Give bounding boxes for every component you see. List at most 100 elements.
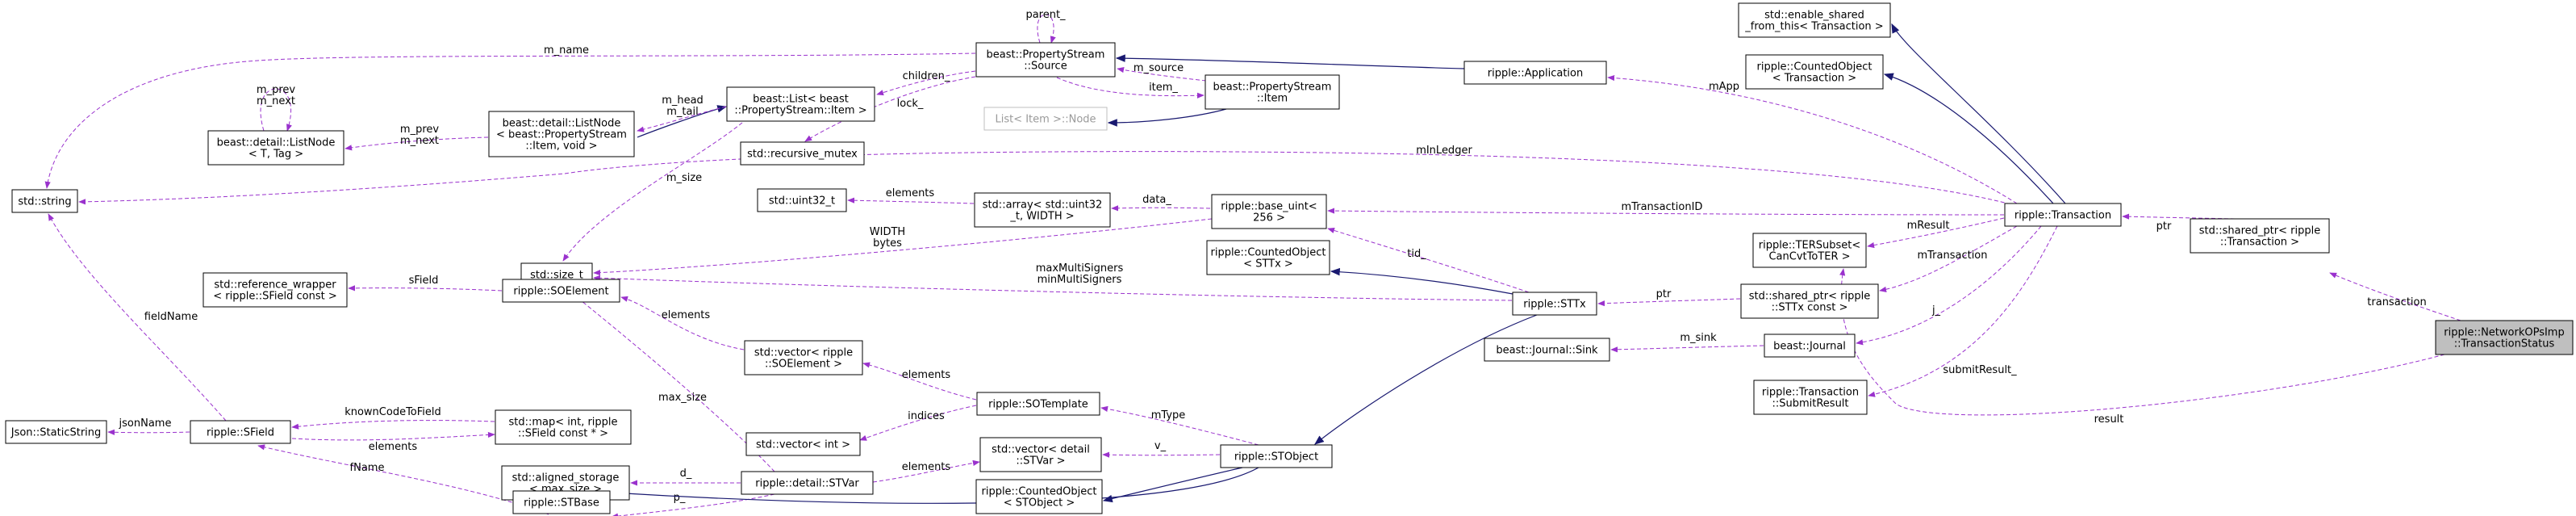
class-node-sttx[interactable]: ripple::STTx: [1512, 292, 1597, 316]
association-arrow: [1879, 225, 2018, 292]
node-label-line: ripple::CountedObject: [981, 486, 1096, 498]
class-node-stobject[interactable]: ripple::STObject: [1220, 444, 1333, 468]
inheritance-arrow: [1883, 73, 2054, 204]
edge-label: WIDTH: [870, 226, 905, 238]
class-node-shared-txn[interactable]: std::shared_ptr< ripple::Transaction >: [2190, 218, 2330, 254]
edge-elements-map: elements: [291, 431, 495, 453]
edge-m-sink: m_sink: [1610, 332, 1764, 353]
node-box: [1740, 283, 1879, 319]
class-node-journal-sink[interactable]: beast::Journal::Sink: [1484, 338, 1610, 362]
node-label-line: std::vector< detail: [992, 444, 1090, 456]
node-label-line: ::TransactionStatus: [2454, 338, 2555, 350]
class-node-std-string[interactable]: std::string: [11, 189, 78, 213]
class-node-sotemplate[interactable]: ripple::SOTemplate: [976, 392, 1100, 416]
edge-label: submitResult_: [1943, 364, 2017, 376]
node-label-line: ripple::NetworkOPsImp: [2444, 327, 2564, 339]
edge-label: m_head: [662, 94, 703, 107]
edge-m-size: m_size: [562, 122, 743, 262]
edge-label: m_next: [257, 95, 295, 107]
class-node-std-array[interactable]: std::array< std::uint32_t, WIDTH >: [974, 192, 1111, 228]
node-label-line: ::STVar >: [1016, 455, 1065, 468]
class-node-stvar[interactable]: ripple::detail::STVar: [741, 471, 874, 495]
edge-label: sField: [409, 275, 439, 287]
node-box: [975, 479, 1103, 514]
node-label-line: _t, WIDTH >: [1009, 211, 1074, 223]
node-label-line: beast::Journal: [1773, 341, 1846, 353]
edge-label: m_prev: [257, 84, 295, 96]
class-node-detail-listnode-item[interactable]: beast::detail::ListNode< beast::Property…: [488, 111, 635, 157]
class-node-vec-int[interactable]: std::vector< int >: [745, 432, 861, 456]
association-arrow: [44, 52, 976, 189]
inheritance-arrow: [1102, 467, 1243, 503]
edge-result: result: [1839, 268, 2445, 426]
association-arrow: [1327, 227, 1530, 293]
class-node-list-item-node[interactable]: List< Item >::Node: [983, 107, 1108, 131]
edge-mapp: mApp: [1607, 74, 2018, 204]
edge-label: elements: [369, 441, 418, 453]
class-node-tersubset[interactable]: ripple::TERSubset<CanCvtToTER >: [1752, 233, 1867, 268]
node-label-line: ripple::TERSubset<: [1759, 240, 1861, 252]
class-node-sfield[interactable]: ripple::SField: [190, 420, 291, 444]
class-node-journal[interactable]: beast::Journal: [1764, 334, 1856, 358]
class-node-json-static[interactable]: Json::StaticString: [5, 420, 107, 444]
edge-label: elements: [902, 369, 951, 381]
node-box: [1738, 2, 1891, 38]
edge-label: mApp: [1709, 81, 1739, 93]
edge-v: v_: [1102, 440, 1221, 458]
class-node-counted-txn[interactable]: ripple::CountedObject< Transaction >: [1745, 54, 1884, 90]
edge-minledger: mInLedger: [78, 145, 2018, 207]
node-box: [1211, 194, 1327, 229]
node-label-line: ::STTx const >: [1772, 302, 1848, 314]
edge-label: ptr: [1656, 288, 1672, 300]
edge-data: data_: [1111, 194, 1211, 212]
class-node-detail-listnode-t[interactable]: beast::detail::ListNode< T, Tag >: [207, 130, 344, 166]
class-node-list-ps[interactable]: beast::List< beast::PropertyStream::Item…: [726, 86, 875, 122]
edge-elements-stvar: elements: [872, 459, 980, 483]
node-label-line: std::array< std::uint32: [983, 199, 1103, 212]
class-node-stbase[interactable]: ripple::STBase: [512, 490, 611, 514]
edge-label: mTransaction: [1917, 250, 1987, 262]
class-node-soelement[interactable]: ripple::SOElement: [502, 279, 620, 303]
edge-item-src: [1107, 108, 1227, 127]
node-label-line: beast::PropertyStream: [987, 49, 1105, 61]
class-node-shared-sttx[interactable]: std::shared_ptr< ripple::STTx const >: [1740, 283, 1879, 319]
edge-stobject-sttx: [1314, 314, 1538, 445]
node-label-line: < STTx >: [1243, 258, 1293, 271]
edge-label: indices: [908, 410, 945, 422]
edge-label: mInLedger: [1416, 145, 1472, 157]
node-label-line: ripple::SField: [207, 427, 274, 439]
association-arrow: [1100, 405, 1259, 446]
edge-label: transaction: [2367, 296, 2426, 308]
node-box: [1204, 74, 1340, 110]
class-node-application[interactable]: ripple::Application: [1463, 61, 1607, 85]
edge-p: p_: [611, 492, 775, 516]
association-arrow: [78, 151, 2018, 207]
node-label-line: < Transaction >: [1772, 73, 1856, 85]
class-node-counted-sttx[interactable]: ripple::CountedObject< STTx >: [1206, 240, 1330, 275]
node-label-line: ripple::SOTemplate: [988, 399, 1088, 411]
class-node-vec-soelement[interactable]: std::vector< ripple::SOElement >: [744, 340, 863, 375]
class-node-transaction[interactable]: ripple::Transaction: [2004, 203, 2122, 227]
edge-label: mTransactionID: [1622, 201, 1703, 213]
class-node-vec-stvar[interactable]: std::vector< detail::STVar >: [979, 437, 1102, 472]
class-node-base-uint[interactable]: ripple::base_uint<256 >: [1211, 194, 1327, 229]
class-node-uint32[interactable]: std::uint32_t: [757, 188, 847, 212]
edge-tid: tid_: [1327, 227, 1530, 293]
edge-label: mType: [1151, 409, 1186, 422]
class-node-counted-stobject[interactable]: ripple::CountedObject< STObject >: [975, 479, 1103, 514]
node-label-line: _from_this< Transaction >: [1744, 21, 1883, 33]
edge-elements-u32: elements: [847, 187, 975, 204]
node-label-line: ripple::SOElement: [513, 286, 608, 298]
edge-label: j_: [1931, 304, 1941, 317]
class-node-netops-status[interactable]: ripple::NetworkOPsImp::TransactionStatus: [2435, 320, 2574, 355]
edge-label: m_name: [544, 44, 589, 57]
class-node-recursive-mutex[interactable]: std::recursive_mutex: [740, 141, 865, 166]
class-node-std-map[interactable]: std::map< int, ripple::SField const * >: [495, 409, 632, 445]
class-node-ref-wrapper[interactable]: std::reference_wrapper< ripple::SField c…: [202, 272, 348, 308]
class-node-enable-shared[interactable]: std::enable_shared_from_this< Transactio…: [1738, 2, 1891, 38]
class-node-ps-item[interactable]: beast::PropertyStream::Item: [1204, 74, 1340, 110]
class-node-ps-source[interactable]: beast::PropertyStream::Source: [975, 42, 1116, 78]
node-label-line: ripple::Transaction: [1762, 387, 1859, 399]
class-node-submit-result[interactable]: ripple::Transaction::SubmitResult: [1753, 380, 1868, 415]
